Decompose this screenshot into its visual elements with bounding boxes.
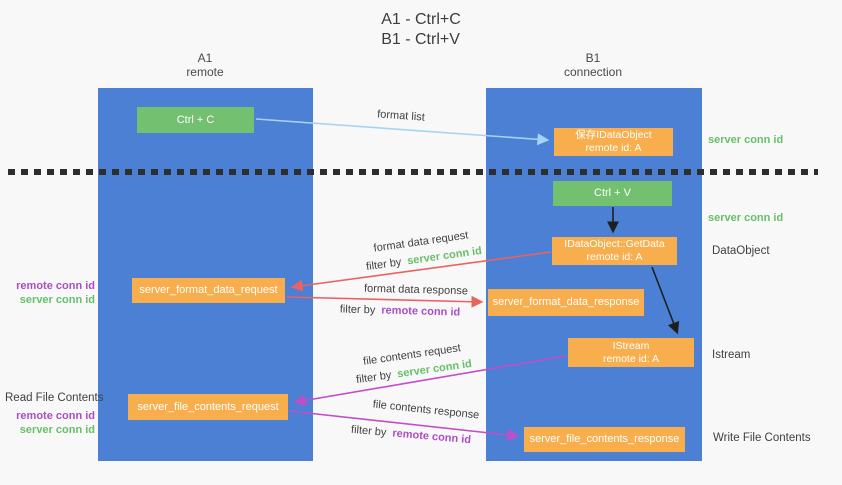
node-ctrl-v: Ctrl + V	[553, 181, 672, 206]
filter-by-text-2: filter by	[339, 303, 376, 317]
node-server-format-data-request: server_format_data_request	[132, 278, 285, 303]
lane-b1-name: B1	[585, 51, 601, 65]
lane-a1-name: A1	[197, 51, 213, 65]
node-file-request-label: server_file_contents_request	[137, 400, 279, 413]
server-conn-id-mid-label: server conn id	[708, 212, 784, 224]
lane-b1-header: B1 connection	[533, 51, 653, 79]
filter-remote-conn-id-2: remote conn id	[381, 304, 461, 319]
node-ctrl-c-label: Ctrl + C	[176, 113, 215, 126]
file-response-filter-label: filter by remote conn id	[351, 424, 472, 446]
node-server-file-contents-response: server_file_contents_response	[524, 427, 685, 452]
server-conn-id-top-label: server conn id	[708, 134, 784, 146]
lane-a1-subtitle: remote	[186, 65, 224, 79]
read-file-contents-label: Read File Contents	[5, 392, 104, 404]
file-contents-response-label: file contents response	[372, 398, 480, 422]
node-getdata-line2: remote id: A	[586, 251, 643, 263]
file-server-conn-id-label: server conn id	[19, 424, 95, 436]
format-conn-id-block: remote conn id server conn id	[0, 279, 95, 307]
node-save-idataobject-line1: 保存IDataObject	[575, 129, 652, 141]
node-format-request-label: server_format_data_request	[139, 284, 278, 296]
node-format-response-label: server_format_data_response	[492, 296, 640, 308]
format-data-response-label: format data response	[363, 282, 469, 298]
lane-b1-subtitle: connection	[563, 65, 623, 79]
machine-divider-dashed-line	[8, 169, 818, 175]
node-istream-line2: remote id: A	[602, 352, 660, 365]
node-ctrl-v-label: Ctrl + V	[594, 187, 631, 199]
filter-by-text-3: filter by	[355, 369, 393, 387]
node-ctrl-c: Ctrl + C	[137, 107, 254, 133]
filter-by-text-1: filter by	[365, 256, 403, 274]
node-save-idataobject-line2: remote id: A	[585, 142, 642, 154]
format-response-filter-label: filter by remote conn id	[340, 303, 461, 318]
title-line-1: A1 - Ctrl+C	[381, 11, 461, 28]
dataobject-label: DataObject	[712, 245, 770, 257]
node-server-format-data-response: server_format_data_response	[488, 289, 644, 316]
format-remote-conn-id-label: remote conn id	[16, 280, 95, 292]
file-remote-conn-id-label: remote conn id	[16, 410, 95, 422]
node-idataobject-getdata: IDataObject::GetData remote id: A	[552, 237, 677, 265]
filter-remote-conn-id-4: remote conn id	[391, 427, 472, 447]
title-line-2: B1 - Ctrl+V	[381, 31, 460, 48]
diagram-title: A1 - Ctrl+C B1 - Ctrl+V	[0, 10, 842, 50]
node-istream-line1: IStream	[612, 339, 650, 352]
format-list-label: format list	[376, 108, 426, 124]
lane-a1-header: A1 remote	[145, 51, 265, 79]
node-istream: IStream remote id: A	[568, 338, 694, 367]
write-file-contents-label: Write File Contents	[713, 432, 811, 444]
filter-by-text-4: filter by	[350, 423, 387, 439]
node-file-response-label: server_file_contents_response	[529, 433, 680, 445]
istream-side-label: Istream	[712, 349, 751, 361]
node-getdata-line1: IDataObject::GetData	[564, 238, 665, 250]
node-save-idataobject: 保存IDataObject remote id: A	[554, 128, 673, 156]
file-conn-id-block: remote conn id server conn id	[0, 409, 95, 437]
format-data-response-arrow	[286, 295, 484, 308]
node-server-file-contents-request: server_file_contents_request	[128, 394, 288, 420]
format-server-conn-id-label: server conn id	[19, 294, 95, 306]
